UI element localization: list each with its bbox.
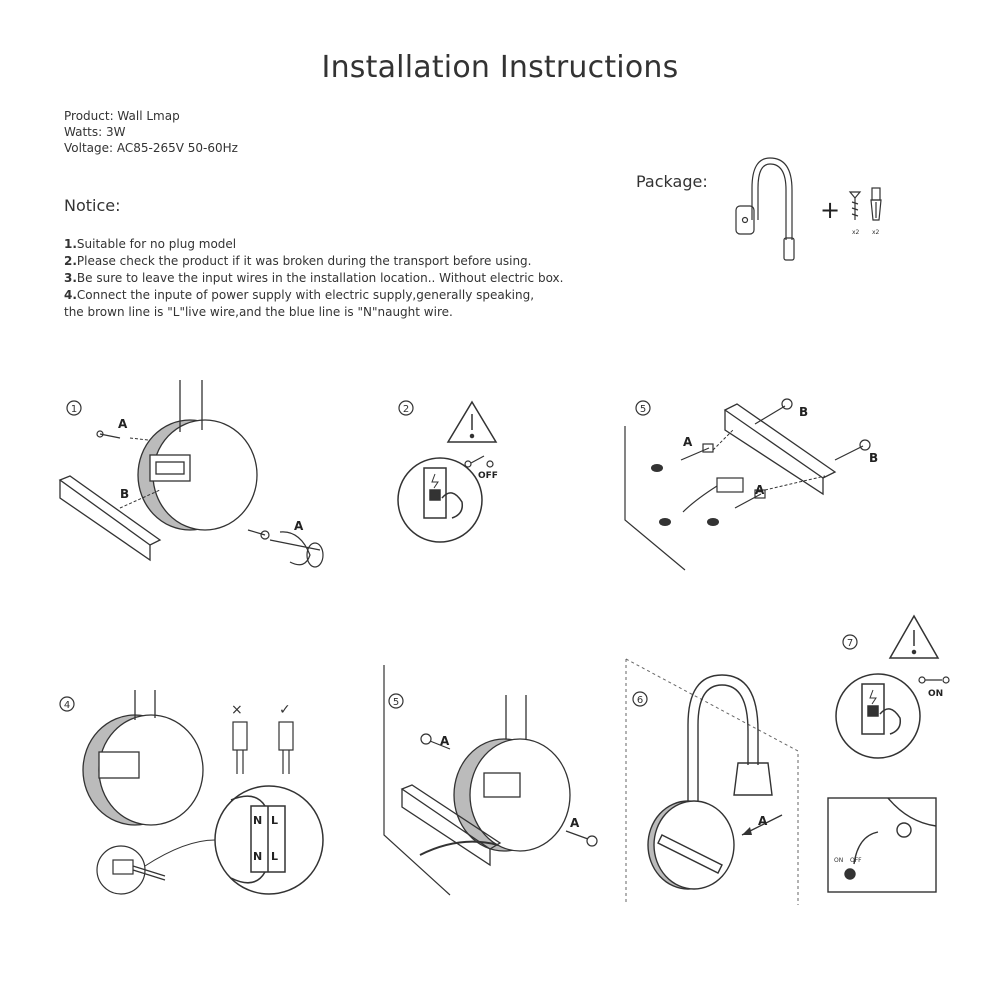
- notice-item: 4.Connect the inpute of power supply wit…: [64, 287, 624, 321]
- warning-icon: [446, 400, 498, 443]
- terminal-n-label: N: [253, 814, 262, 827]
- notice-item: 2.Please check the product if it was bro…: [64, 253, 624, 270]
- package-label: Package:: [636, 172, 708, 191]
- step-number-circle: [398, 400, 414, 416]
- screw-icon: [754, 398, 871, 461]
- warning-icon: [888, 614, 940, 659]
- correct-mark: ✓: [279, 702, 291, 718]
- mounting-bracket: [723, 403, 837, 496]
- terminal-n-label: N: [253, 850, 262, 863]
- plus-sign: +: [820, 196, 840, 224]
- terminal-block-wrong: [232, 721, 248, 774]
- terminal-block-right: [278, 721, 294, 774]
- notice-list: 1.Suitable for no plug model 2.Please ch…: [64, 236, 624, 321]
- dial-on-label: ON: [834, 857, 843, 864]
- label-b: B: [120, 487, 129, 501]
- lamp-base: [137, 380, 258, 531]
- step-number: 7: [847, 638, 853, 649]
- switch-on-label: ON: [928, 689, 943, 699]
- step-number: 6: [637, 695, 643, 706]
- label-a: A: [755, 483, 765, 497]
- label-b: B: [799, 405, 808, 419]
- notice-item-number: 4.: [64, 288, 77, 302]
- notice-item-text: Please check the product if it was broke…: [76, 254, 532, 268]
- notice-item-number: 1.: [64, 237, 77, 251]
- wall-holes: [651, 464, 719, 526]
- step-number: 5: [393, 697, 399, 708]
- switch-off-icon: [464, 455, 494, 468]
- label-a: A: [758, 814, 768, 828]
- screw-icon: [96, 430, 270, 540]
- wall-corner: [383, 665, 451, 896]
- screwdriver-icon: [269, 531, 324, 568]
- label-a: A: [440, 734, 450, 748]
- step-number-circle: [842, 634, 858, 650]
- screw-icon: [420, 733, 598, 847]
- mounting-bracket: [400, 784, 502, 867]
- product-watts: Watts: 3W: [64, 125, 126, 139]
- step-7-illustration: 7 ON ON OFF: [827, 614, 950, 893]
- step-3-illustration: 5 A A B B: [624, 398, 878, 571]
- step-number-circle: [635, 400, 651, 416]
- step-number: 4: [64, 700, 70, 711]
- notice-item-continuation: the brown line is "L"live wire,and the b…: [64, 305, 453, 319]
- switch-off-label: OFF: [478, 471, 498, 481]
- notice-item: 3.Be sure to leave the input wires in th…: [64, 270, 624, 287]
- wall-lamp-icon: [647, 674, 773, 890]
- wrong-mark: ×: [231, 702, 243, 718]
- notice-item-text: Be sure to leave the input wires in the …: [76, 271, 564, 285]
- wall-anchor-icon: [680, 443, 766, 509]
- screw-quantity: x2: [852, 229, 860, 236]
- step-number-circle: [66, 400, 82, 416]
- step-number-circle: [632, 691, 648, 707]
- terminal-l-label: L: [271, 814, 278, 827]
- product-voltage: Voltage: AC85-265V 50-60Hz: [64, 141, 238, 155]
- wire-connector-icon: [682, 477, 744, 513]
- anchor-quantity: x2: [872, 229, 880, 236]
- label-a: A: [683, 435, 693, 449]
- wall-lamp-icon: [735, 157, 795, 261]
- step-number: 1: [71, 404, 77, 415]
- breaker-panel-icon: [835, 673, 921, 759]
- lamp-base: [82, 690, 204, 826]
- step-number-circle: [59, 696, 75, 712]
- mounting-bracket: [58, 475, 162, 562]
- notice-item-number: 3.: [64, 271, 77, 285]
- notice-item-number: 2.: [64, 254, 77, 268]
- page-title: Installation Instructions: [321, 50, 679, 85]
- step-1-illustration: 1 A B A: [58, 380, 324, 568]
- terminal-l-label: L: [271, 850, 278, 863]
- label-b: B: [869, 451, 878, 465]
- step-number: 5: [640, 404, 646, 415]
- step-6-illustration: 6 A: [625, 658, 799, 905]
- step-2-illustration: 2 OFF: [397, 400, 498, 543]
- screw-icon: [848, 191, 862, 220]
- switch-on-icon: [918, 676, 950, 684]
- dial-off-label: OFF: [850, 857, 862, 864]
- lamp-base: [453, 695, 571, 852]
- notice-heading: Notice:: [64, 196, 121, 215]
- breaker-panel-icon: [397, 457, 483, 543]
- step-number: 2: [403, 404, 409, 415]
- dial-switch-detail: [827, 797, 937, 893]
- label-a: A: [294, 519, 304, 533]
- step-5-illustration: 5 A A: [383, 665, 598, 896]
- step-4-illustration: 4 × ✓ N L N L: [59, 690, 324, 895]
- notice-item: 1.Suitable for no plug model: [64, 236, 624, 253]
- wire-connector-icon: [96, 845, 166, 895]
- wall-corner: [624, 426, 686, 571]
- step-number-circle: [388, 693, 404, 709]
- wall-anchor-icon: [870, 187, 882, 221]
- notice-item-text: Connect the inpute of power supply with …: [76, 288, 535, 302]
- label-a: A: [118, 417, 128, 431]
- product-name: Product: Wall Lmap: [64, 109, 180, 123]
- product-specs: Product: Wall Lmap Watts: 3W Voltage: AC…: [64, 108, 238, 156]
- terminal-detail-zoom: [214, 785, 324, 895]
- label-a: A: [570, 816, 580, 830]
- notice-item-text: Suitable for no plug model: [76, 237, 237, 251]
- package-illustration: + x2 x2: [735, 157, 882, 261]
